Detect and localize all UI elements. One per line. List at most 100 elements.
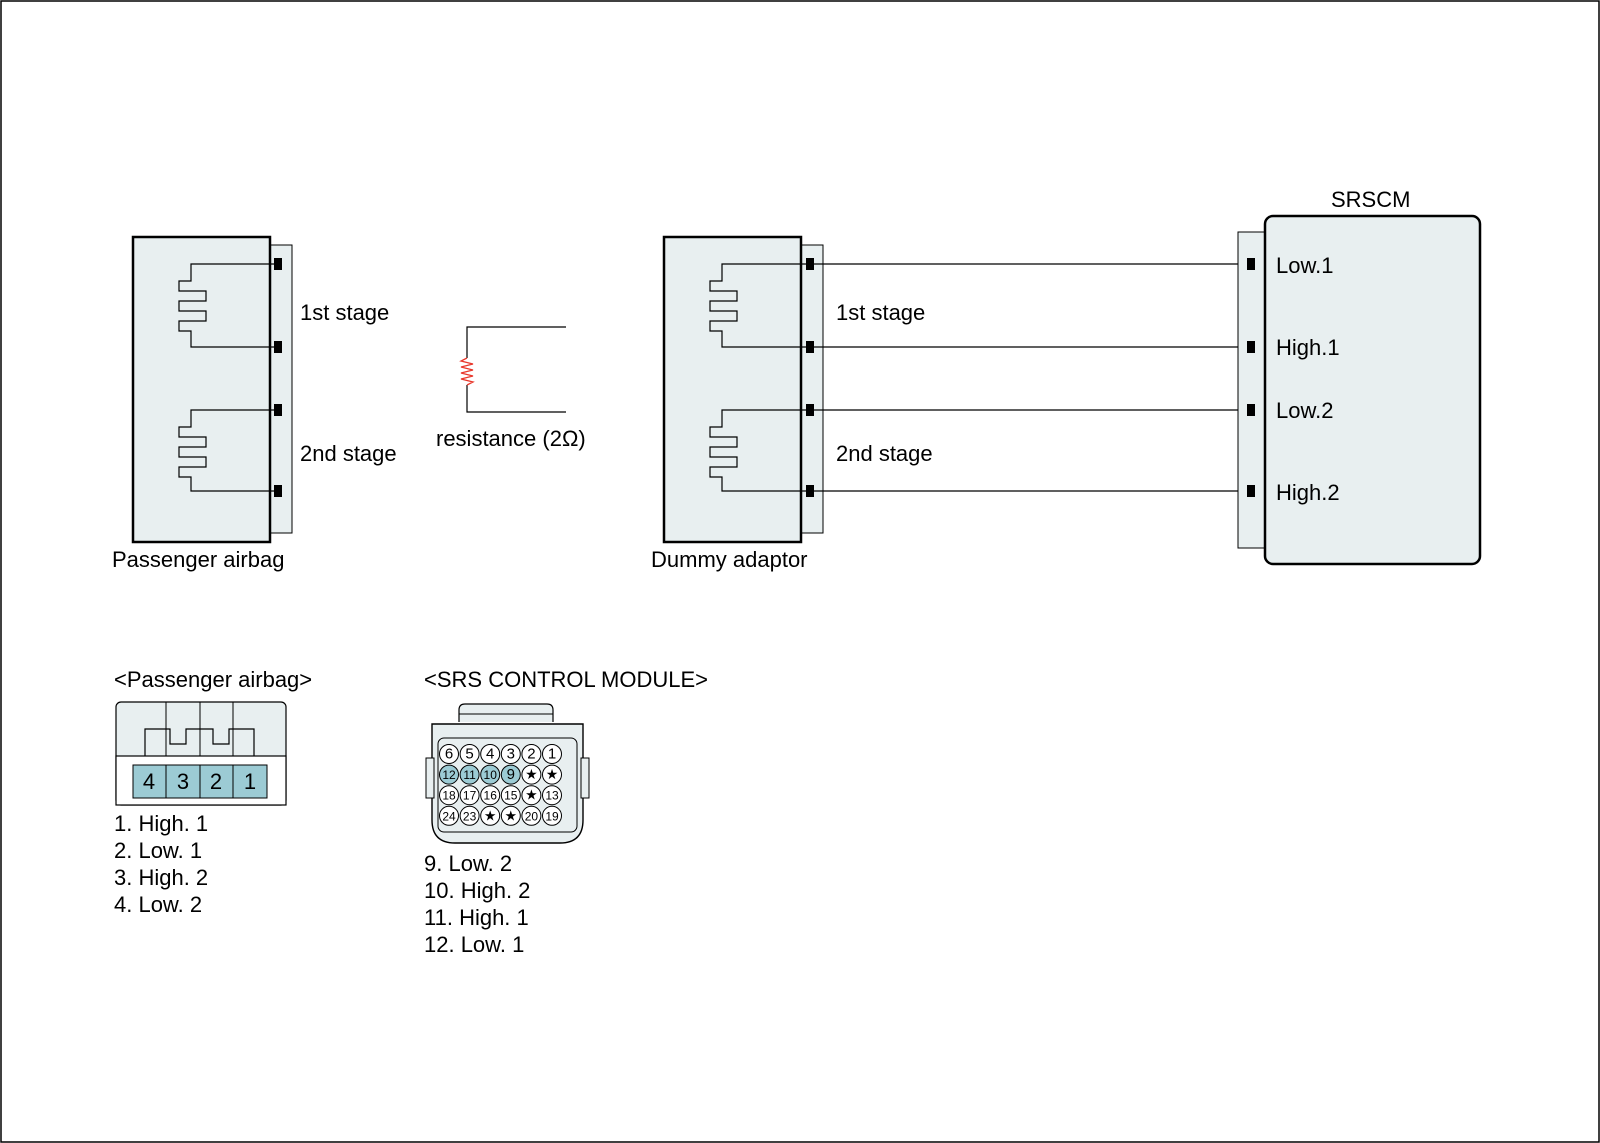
airbag-stage1-label: 1st stage — [300, 300, 389, 325]
srs-connector-key — [580, 757, 590, 799]
srs-pin-number: 19 — [545, 809, 559, 823]
srs-pin-number: 12 — [442, 768, 456, 782]
srs-connector-title: <SRS CONTROL MODULE> — [424, 667, 708, 692]
resistor-zigzag — [459, 357, 475, 386]
srs-pin-number: 3 — [507, 746, 515, 763]
srs-pin-cell — [439, 785, 459, 806]
srs-pin-number: 23 — [463, 809, 477, 823]
airbag-legend-item: 4. Low. 2 — [114, 892, 202, 917]
connector-pin-number: 1 — [244, 769, 256, 794]
srs-pin-number: 24 — [442, 809, 456, 823]
srs-pin-cell — [459, 805, 480, 826]
srs-pin-number: 5 — [465, 746, 473, 763]
airbag-legend-item: 1. High. 1 — [114, 811, 208, 836]
srs-pin-cell — [480, 805, 501, 826]
srs-pin-number: 9 — [507, 766, 515, 783]
airbag-terminals — [274, 258, 282, 497]
srs-pin-cell — [439, 744, 459, 764]
srs-pin-cell — [459, 785, 480, 806]
srs-pin-cell — [459, 744, 480, 764]
adaptor-terminal — [806, 485, 814, 497]
srs-pin-number: 20 — [525, 809, 539, 823]
connector-pin — [199, 764, 234, 799]
srs-pin-number: ★ — [546, 766, 559, 782]
srs-pin-number: 17 — [463, 789, 477, 803]
srs-pin-cell — [542, 805, 562, 826]
resistor-label: resistance (2Ω) — [436, 426, 586, 451]
airbag-connector-pins: 4 3 2 1 — [132, 764, 268, 799]
adaptor-stage2-label: 2nd stage — [836, 441, 933, 466]
airbag-label: Passenger airbag — [112, 547, 284, 572]
srs-pin-number: ★ — [525, 787, 538, 803]
srscm-pin-label: High.1 — [1276, 335, 1340, 360]
srs-pin-number: 2 — [527, 746, 535, 763]
srscm-body — [1263, 214, 1482, 566]
airbag-connector-title: <Passenger airbag> — [114, 667, 312, 692]
connector-pin — [132, 764, 167, 799]
adaptor-terminal — [806, 258, 814, 270]
srscm-terminals — [1247, 258, 1255, 497]
harness-wires — [814, 263, 1247, 492]
srs-connector-inner — [437, 737, 578, 833]
srscm-terminal — [1247, 485, 1255, 497]
adaptor-body — [662, 235, 803, 544]
airbag-terminal — [274, 341, 282, 353]
srs-pin-cell — [500, 744, 521, 764]
airbag-legend-item: 3. High. 2 — [114, 865, 208, 890]
srs-legend-item: 11. High. 1 — [424, 905, 529, 930]
srs-pin-cell — [542, 764, 562, 785]
srs-pin-number: 6 — [445, 746, 453, 763]
resistor-wire — [466, 326, 566, 358]
srs-pin-number: ★ — [505, 807, 518, 823]
connector-pin-number: 4 — [143, 769, 155, 794]
airbag-squib-2 — [178, 409, 279, 492]
srs-pin-number: 18 — [442, 789, 456, 803]
srs-pin-cell — [542, 744, 562, 764]
airbag-terminal — [274, 258, 282, 270]
srs-pin-cell — [500, 764, 521, 785]
srs-pin-cell — [480, 764, 501, 785]
airbag-terminal — [274, 485, 282, 497]
airbag-body — [131, 235, 272, 544]
srs-pin-cell — [439, 805, 459, 826]
srs-pin-cell — [521, 764, 542, 785]
adaptor-squib-2 — [709, 409, 810, 492]
srs-connector-latch — [458, 703, 554, 722]
adaptor-terminals — [806, 258, 814, 497]
connector-pin-number: 2 — [210, 769, 222, 794]
adaptor-stage1-label: 1st stage — [836, 300, 925, 325]
srs-pin-cell — [500, 805, 521, 826]
srs-pin-cell — [480, 744, 501, 764]
airbag-connector-face: <Passenger airbag> 4 3 2 1 1. High. 1 2.… — [114, 667, 312, 917]
connector-pin — [232, 764, 268, 799]
adaptor-terminal — [806, 341, 814, 353]
srscm-pin-label: Low.1 — [1276, 253, 1334, 278]
srs-pin-cell — [521, 805, 542, 826]
airbag-legend-item: 2. Low. 1 — [114, 838, 202, 863]
resistor-wire — [466, 385, 566, 413]
srs-pin-number: 16 — [484, 789, 498, 803]
adaptor-label: Dummy adaptor — [651, 547, 808, 572]
srs-pin-number: 11 — [463, 768, 476, 782]
srs-pin-cell — [542, 785, 562, 806]
srs-pin-cell — [521, 785, 542, 806]
srs-pin-cell — [459, 764, 480, 785]
srscm-pin-label: Low.2 — [1276, 398, 1334, 423]
srs-pin-cell — [480, 785, 501, 806]
srscm-title: SRSCM — [1331, 187, 1410, 212]
connector-pin-number: 3 — [177, 769, 189, 794]
airbag-stage2-label: 2nd stage — [300, 441, 397, 466]
adaptor-squib-1 — [709, 263, 810, 348]
passenger-airbag-block: 1st stage 2nd stage Passenger airbag — [112, 235, 397, 572]
srs-pin-number: ★ — [525, 766, 538, 782]
airbag-terminal — [274, 404, 282, 416]
srscm-terminal — [1247, 404, 1255, 416]
srs-pin-number: 10 — [484, 768, 498, 782]
srs-pin-number: ★ — [484, 807, 497, 823]
srs-pin-number: 15 — [504, 789, 518, 803]
srs-pin-number: 1 — [548, 746, 556, 763]
